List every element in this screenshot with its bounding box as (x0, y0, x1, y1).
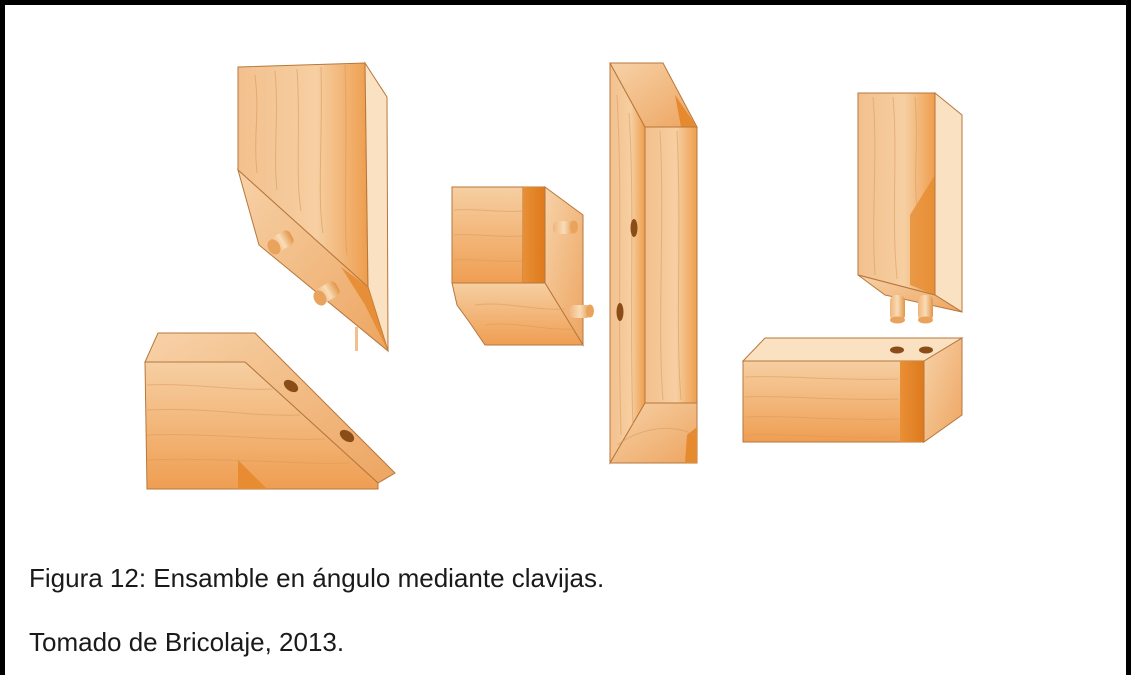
t-piece-bottom (451, 282, 584, 346)
dowel-joint-miter-illustration (144, 61, 396, 490)
corner-lower-hole-1 (890, 346, 904, 354)
dowel-joint-t-butt-illustration (451, 62, 698, 465)
miter-dowel-1 (267, 230, 294, 255)
dowel-joint-corner-illustration (741, 91, 964, 443)
t-post-bottom-shade (685, 427, 697, 463)
miter-dowel-hole-2 (339, 429, 355, 443)
miter-lower-board-shade (238, 460, 267, 489)
t-post-top-shade (675, 95, 697, 127)
corner-dowel-2 (918, 295, 933, 324)
t-post-hole-2 (616, 303, 624, 321)
miter-dowel-2 (313, 281, 340, 306)
figure-caption: Figura 12: Ensamble en ángulo mediante c… (29, 563, 605, 593)
corner-lower-hole-2 (919, 346, 933, 354)
t-post-front (609, 62, 646, 465)
miter-dowel-hole-1 (283, 379, 299, 393)
miter-lower-board-face (144, 361, 379, 490)
corner-lower-dark (900, 361, 924, 442)
corner-upper-dark (910, 175, 935, 295)
corner-upper-side (934, 91, 963, 313)
corner-upper-bottom (857, 274, 963, 313)
t-piece-dark-side (523, 187, 545, 283)
corner-lower-front (742, 360, 925, 443)
t-dowel-2 (569, 304, 594, 318)
t-post-side (644, 126, 698, 404)
corner-dowel-1 (890, 295, 905, 324)
corner-lower-end (923, 337, 963, 443)
t-dowel-1 (553, 220, 578, 234)
t-post-hole-1 (630, 219, 638, 237)
figure-source: Tomado de Bricolaje, 2013. (29, 627, 345, 657)
dowel-joints-illustration (144, 61, 964, 490)
